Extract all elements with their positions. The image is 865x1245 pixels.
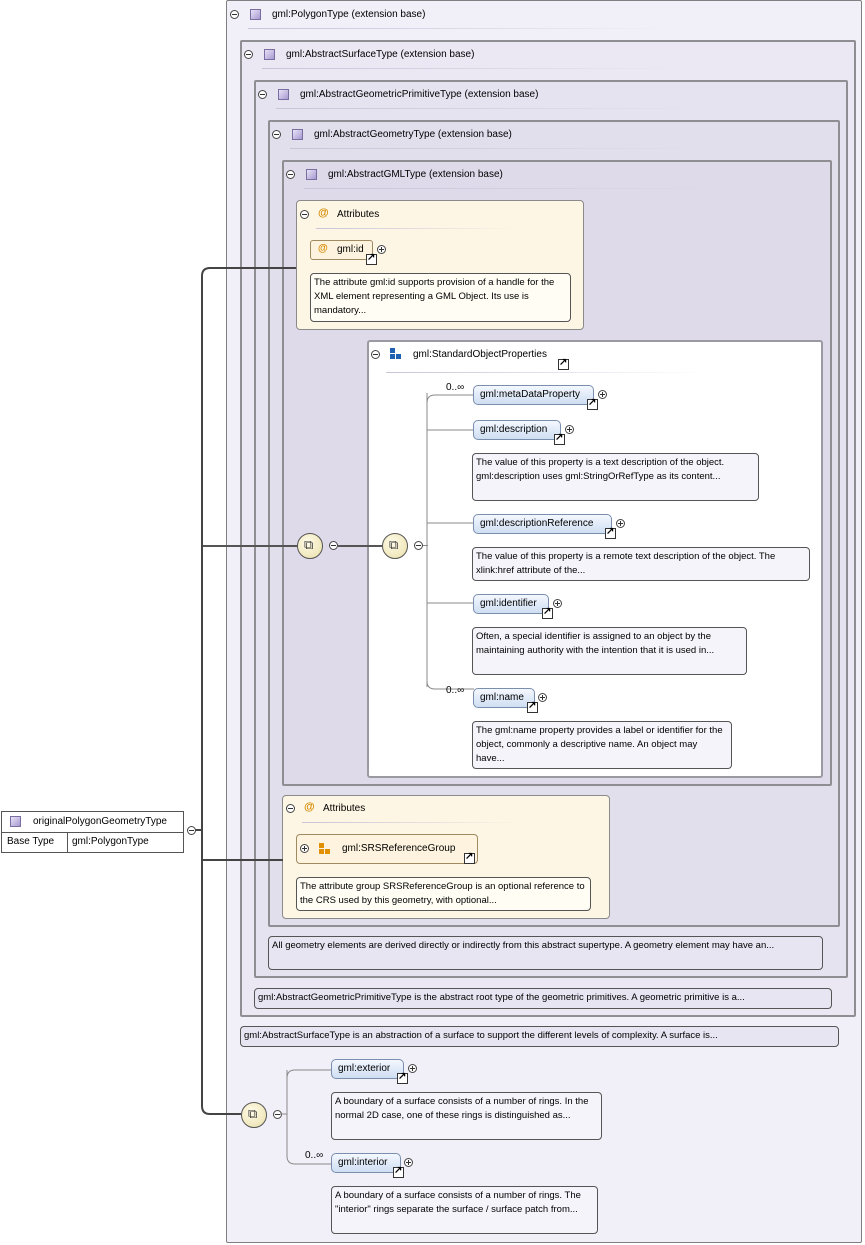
abstract-surface-doc: gml:AbstractSurfaceType is an abstractio…	[240, 1026, 839, 1047]
goto-element-icon[interactable]	[527, 700, 538, 713]
element-description-reference[interactable]: gml:descriptionReference	[473, 514, 612, 534]
complex-type-icon	[292, 129, 303, 140]
description-reference-doc: The value of this property is a remote t…	[472, 547, 810, 581]
expand-gml-id[interactable]	[377, 245, 386, 254]
attributes-label: Attributes	[323, 803, 366, 814]
expand-element[interactable]	[565, 425, 574, 434]
collapse-abstract-gml[interactable]	[286, 170, 295, 179]
exterior-doc: A boundary of a surface consists of a nu…	[331, 1092, 602, 1140]
goto-element-icon[interactable]	[393, 1165, 404, 1178]
collapse-polygon-type[interactable]	[230, 10, 239, 19]
element-name: gml:name	[480, 692, 524, 703]
complex-type-icon	[10, 816, 21, 827]
expand-element[interactable]	[553, 599, 562, 608]
abstract-geometric-primitive-header: gml:AbstractGeometricPrimitiveType (exte…	[300, 89, 539, 100]
attribute-icon: @	[318, 207, 329, 219]
abstract-geometry-doc: All geometry elements are derived direct…	[268, 936, 823, 970]
collapse-abstract-geometric-primitive[interactable]	[258, 90, 267, 99]
polygon-branch-lines	[280, 1069, 332, 1165]
element-interior[interactable]: gml:interior	[331, 1153, 401, 1173]
root-type-box[interactable]: originalPolygonGeometryType Base Type gm…	[1, 811, 184, 853]
root-type-name: originalPolygonGeometryType	[33, 816, 167, 827]
goto-element-icon[interactable]	[542, 606, 553, 619]
gml-id-attribute[interactable]: gml:id	[310, 240, 373, 260]
collapse-standard-object-properties[interactable]	[371, 350, 380, 359]
collapse-sequence[interactable]	[329, 541, 338, 550]
element-name: gml:exterior	[338, 1063, 391, 1074]
sequence-compositor-icon	[382, 533, 408, 559]
collapse-abstract-geometry[interactable]	[272, 130, 281, 139]
polygon-type-header: gml:PolygonType (extension base)	[272, 9, 426, 20]
occurrence-label: 0..∞	[305, 1150, 324, 1161]
expand-element[interactable]	[598, 390, 607, 399]
abstract-surface-header: gml:AbstractSurfaceType (extension base)	[286, 49, 475, 60]
element-exterior[interactable]: gml:exterior	[331, 1059, 404, 1079]
expand-srs-reference-group[interactable]	[300, 844, 309, 853]
abstract-gml-header: gml:AbstractGMLType (extension base)	[328, 169, 503, 180]
complex-type-icon	[278, 89, 289, 100]
occurrence-label: 0..∞	[446, 382, 465, 393]
group-icon	[390, 348, 402, 360]
element-name: gml:description	[480, 424, 548, 435]
element-name: gml:metaDataProperty	[480, 389, 581, 400]
expand-element[interactable]	[616, 519, 625, 528]
abstract-geometric-primitive-doc: gml:AbstractGeometricPrimitiveType is th…	[254, 988, 832, 1009]
identifier-doc: Often, a special identifier is assigned …	[472, 627, 747, 675]
attributes-label: Attributes	[337, 209, 380, 220]
sequence-compositor-icon	[297, 533, 323, 559]
element-name: gml:interior	[338, 1157, 388, 1168]
complex-type-icon	[264, 49, 275, 60]
base-type-value: gml:PolygonType	[72, 836, 149, 847]
attribute-icon: @	[318, 243, 328, 254]
collapse-abstract-surface[interactable]	[244, 50, 253, 59]
complex-type-icon	[250, 9, 261, 20]
root-connector-lines	[195, 267, 296, 1115]
expand-element[interactable]	[404, 1158, 413, 1167]
collapse-attributes[interactable]	[286, 804, 295, 813]
srs-reference-group-label: gml:SRSReferenceGroup	[342, 843, 456, 854]
goto-element-icon[interactable]	[587, 397, 598, 410]
goto-element-icon[interactable]	[397, 1071, 408, 1084]
element-name: gml:descriptionReference	[480, 518, 594, 529]
abstract-geometry-header: gml:AbstractGeometryType (extension base…	[314, 129, 512, 140]
goto-element-icon[interactable]	[554, 432, 565, 445]
element-name: gml:identifier	[480, 598, 537, 609]
description-doc: The value of this property is a text des…	[472, 453, 759, 501]
expand-element[interactable]	[408, 1064, 417, 1073]
goto-element-icon[interactable]	[605, 526, 616, 539]
element-identifier[interactable]: gml:identifier	[473, 594, 549, 614]
gml-id-label: gml:id	[337, 244, 364, 255]
sequence-branch-lines	[426, 393, 474, 690]
attribute-icon: @	[304, 801, 315, 813]
interior-doc: A boundary of a surface consists of a nu…	[331, 1186, 598, 1234]
sequence-compositor-icon	[241, 1102, 267, 1128]
gml-id-doc: The attribute gml:id supports provision …	[310, 273, 571, 322]
element-name-gml[interactable]: gml:name	[473, 688, 535, 708]
standard-object-properties-header: gml:StandardObjectProperties	[413, 349, 547, 360]
element-meta-data-property[interactable]: gml:metaDataProperty	[473, 385, 594, 405]
expand-element[interactable]	[538, 693, 547, 702]
collapse-sequence[interactable]	[414, 541, 423, 550]
base-type-label: Base Type	[7, 836, 55, 847]
goto-gml-id-icon[interactable]	[366, 252, 377, 265]
complex-type-icon	[306, 169, 317, 180]
goto-standard-object-properties-icon[interactable]	[558, 357, 569, 370]
occurrence-label: 0..∞	[446, 685, 465, 696]
attribute-group-icon	[319, 843, 331, 855]
goto-srs-reference-group-icon[interactable]	[464, 851, 475, 864]
element-description[interactable]: gml:description	[473, 420, 561, 440]
name-doc: The gml:name property provides a label o…	[472, 721, 732, 769]
srs-reference-group-doc: The attribute group SRSReferenceGroup is…	[296, 877, 591, 911]
collapse-attributes[interactable]	[300, 210, 309, 219]
